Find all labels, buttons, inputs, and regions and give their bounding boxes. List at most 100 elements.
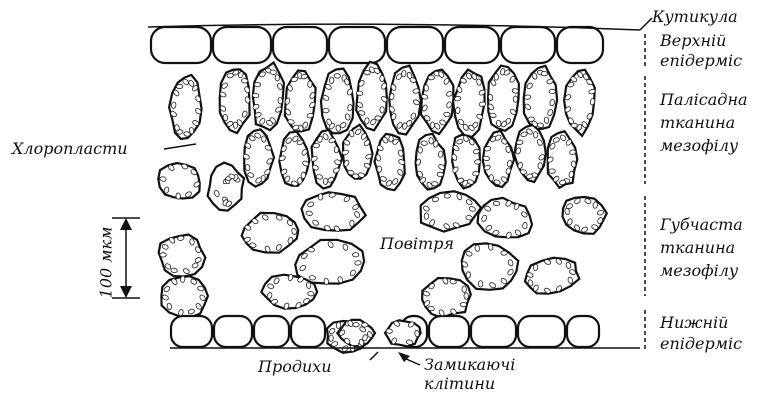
chloroplast [533,264,538,271]
label-guard-cells-1: Замикаючі [424,355,515,374]
chloroplast [301,172,306,179]
cuticle-pointer [640,18,652,30]
chloroplast [275,75,280,82]
chloroplast [524,94,531,99]
chloroplast [455,107,460,114]
stomata-pointer [370,352,378,360]
chloroplast [176,193,181,200]
chloroplast [336,322,341,329]
chloroplast [474,160,481,165]
chloroplast [516,140,523,145]
chloroplast [433,141,438,148]
chloroplast [380,107,385,114]
chloroplast [233,122,238,128]
chloroplast [298,177,303,184]
chloroplast [488,94,493,101]
lower-epidermis-cell [291,316,325,347]
chloroplast [421,141,428,146]
chloroplast [353,323,359,327]
chloroplast [309,275,316,280]
lower-epidermis-cell [214,316,252,347]
upper-epidermis-cell [501,27,555,63]
chloroplast [549,89,555,94]
chloroplast [479,102,486,107]
chloroplast [180,276,185,283]
chloroplast [464,293,469,300]
chloroplast [183,131,190,136]
chloroplast [541,71,548,76]
upper-epidermis-cell [151,27,211,63]
chloroplast [533,132,538,139]
chloroplast [489,175,494,181]
chloroplast [493,201,500,206]
chloroplast [513,96,518,102]
lower-epidermis-cell [171,316,212,347]
chloroplast [308,247,315,252]
chloroplast [241,78,248,83]
chloroplast [496,120,501,127]
chloroplasts-pointer [164,144,196,149]
chloroplast [329,77,334,84]
chloroplast [334,146,339,153]
label-lower-epidermis-2: епідерміс [660,334,742,353]
chloroplast [430,122,435,129]
chloroplast [522,222,527,229]
chloroplast [501,251,508,256]
label-lower-epidermis-1: Нижній [660,313,728,332]
chloroplast [364,70,371,75]
chloroplast [329,335,334,342]
chloroplast [414,330,419,337]
upper-epidermis-cell [273,27,327,63]
label-stomata: Продихи [258,357,332,376]
lower-epidermis-cell [567,316,599,347]
upper-epidermis-cell [557,27,603,63]
chloroplast [355,260,362,265]
upper-epidermis-cell [213,27,271,63]
chloroplast [171,102,176,109]
chloroplast [313,143,319,148]
chloroplast [465,215,472,220]
chloroplast [270,70,277,75]
chloroplast [549,169,556,174]
chloroplast [176,84,183,89]
chloroplast [278,97,283,104]
chloroplast [428,75,434,80]
label-spongy-3: мезофілу [660,261,738,280]
lower-epidermis-cell [429,316,469,347]
chloroplast [323,108,330,113]
chloroplast [306,282,311,289]
label-spongy-2: тканина [660,238,735,257]
chloroplast [353,253,359,257]
lower-epidermis-cell [518,316,565,347]
chloroplast [334,73,341,78]
scale-arrow-down [120,286,132,298]
chloroplast [380,75,385,81]
chloroplast [349,220,354,227]
chloroplast [308,81,312,87]
upper-epidermis-cell [387,27,443,63]
label-cuticle: Кутикула [652,7,738,26]
chloroplast [252,93,259,98]
label-guard-cells-2: клітини [424,374,495,393]
chloroplast [361,322,368,327]
chloroplast [377,166,382,172]
chloroplast [478,281,483,288]
label-palisade-1: Палісадна [660,90,748,109]
upper-epidermis-cell [445,27,499,63]
chloroplast [356,91,363,96]
chloroplast [160,253,166,257]
label-spongy-1: Губчаста [660,215,743,234]
chloroplast [386,329,393,334]
chloroplast [429,138,434,144]
chloroplast [424,213,429,220]
chloroplast [438,151,443,158]
chloroplast [466,272,471,278]
chloroplast [437,172,444,177]
chloroplast [443,112,450,117]
chloroplast [424,85,429,92]
chloroplast [401,70,406,77]
upper-epidermis-cell [329,27,385,63]
chloroplast [569,150,576,155]
chloroplast [261,136,266,143]
